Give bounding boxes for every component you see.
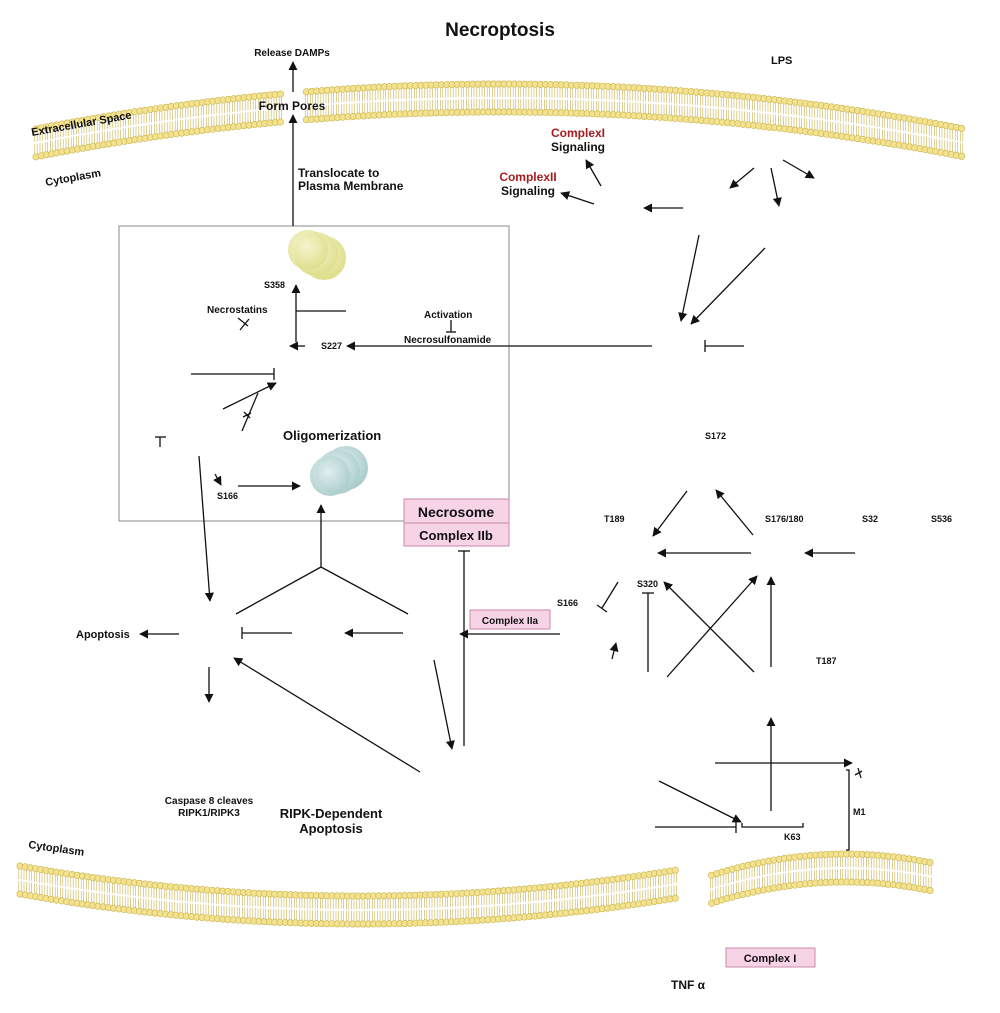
diagram-title: Necroptosis (445, 20, 555, 41)
site-k63: K63 (784, 832, 801, 842)
site-s32: S32 (862, 514, 878, 524)
label-oligomerization: Oligomerization (283, 428, 381, 443)
site-s358: S358 (264, 280, 285, 290)
label-complexii-name: ComplexII (499, 170, 556, 184)
site-s536: S536 (931, 514, 952, 524)
label-complex-iib: Complex IIb (419, 528, 493, 543)
label-cytoplasm-bottom: Cytoplasm (28, 839, 86, 859)
site-s166-right: S166 (557, 598, 578, 608)
label-necrosulfonamide: Necrosulfonamide (404, 335, 492, 346)
label-complex-iia: Complex IIa (482, 616, 539, 627)
label-complexi-signaling: Signaling (551, 140, 605, 154)
label-complexi-name: ComplexI (551, 126, 605, 140)
label-complex-i: Complex I (744, 953, 797, 965)
label-form-pores: Form Pores (259, 99, 326, 113)
label-release-damps: Release DAMPs (254, 48, 330, 59)
label-complexii-signaling: Signaling (501, 184, 555, 198)
complex-iia-box: Complex IIa (469, 609, 551, 630)
site-s320: S320 (637, 579, 658, 589)
site-m1: M1 (853, 807, 866, 817)
label-necrosome: Necrosome (418, 504, 494, 520)
site-t189: T189 (604, 514, 625, 524)
label-ripk-dependent-2: Apoptosis (299, 821, 363, 836)
label-translocate-2: Plasma Membrane (298, 179, 404, 193)
label-caspase-1: Caspase 8 cleaves (165, 796, 254, 807)
complex-i-box: Complex I (725, 947, 816, 968)
label-necrostatins: Necrostatins (207, 305, 268, 316)
site-s176-180: S176/180 (765, 514, 804, 524)
mlkl-molecule (288, 230, 346, 280)
necrosome-boundary (118, 225, 510, 522)
site-t187: T187 (816, 656, 837, 666)
label-ripk-dependent-1: RIPK-Dependent (280, 806, 383, 821)
label-extracellular-space: Extracellular Space (30, 110, 132, 139)
plasma-membrane-bottom (16, 850, 934, 928)
mlkl-oligomer (310, 446, 368, 496)
label-cytoplasm-top: Cytoplasm (44, 167, 102, 189)
site-s172: S172 (705, 431, 726, 441)
label-tnf-alpha: TNF α (671, 978, 706, 992)
label-translocate-1: Translocate to (298, 166, 379, 180)
label-caspase-2: RIPK1/RIPK3 (178, 808, 240, 819)
necrosome-complex-box: Necrosome Complex IIb (403, 498, 510, 547)
site-s166-left: S166 (217, 491, 238, 501)
plasma-membrane-top (32, 80, 966, 161)
label-lps: LPS (771, 55, 792, 67)
site-s227: S227 (321, 341, 342, 351)
pathway-edges (139, 61, 863, 851)
label-apoptosis: Apoptosis (76, 629, 130, 641)
label-activation: Activation (424, 310, 472, 321)
